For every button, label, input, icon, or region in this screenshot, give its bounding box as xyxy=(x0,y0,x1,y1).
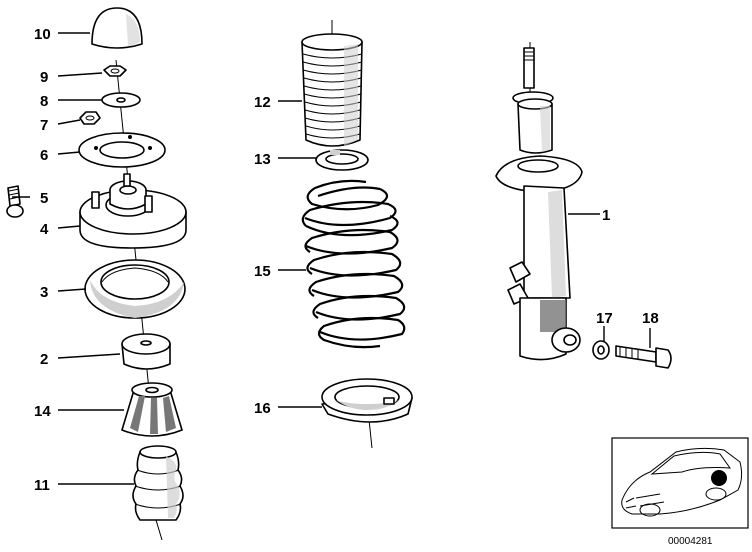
car-location-icon xyxy=(621,447,743,517)
part-10-cap[interactable] xyxy=(91,7,143,49)
callout-4: 4 xyxy=(40,221,49,238)
left-axis-bottom xyxy=(155,519,163,541)
callout-9: 9 xyxy=(40,69,48,86)
part-6-mount-plate[interactable] xyxy=(78,132,166,168)
part-7-nut[interactable] xyxy=(79,111,101,125)
left-stack xyxy=(6,7,187,541)
callout-15: 15 xyxy=(254,263,271,280)
middle-stack xyxy=(301,20,413,449)
part-11-bump-stop[interactable] xyxy=(132,445,184,521)
part-14-bump-cap[interactable] xyxy=(121,382,183,437)
callout-8: 8 xyxy=(40,93,48,110)
part-18-bolt[interactable] xyxy=(615,345,672,369)
callout-17: 17 xyxy=(596,310,613,327)
callout-6: 6 xyxy=(40,147,48,164)
part-15-coil-spring[interactable] xyxy=(301,179,406,349)
part-13-spring-pad[interactable] xyxy=(315,149,369,171)
part-2-rubber-pad[interactable] xyxy=(121,333,171,370)
callout-3: 3 xyxy=(40,284,48,301)
part-4-strut-mount[interactable] xyxy=(79,173,187,249)
part-5-bolt[interactable] xyxy=(6,185,24,218)
part-3-support-ring[interactable] xyxy=(84,259,186,319)
callout-11: 11 xyxy=(34,477,50,494)
callout-7: 7 xyxy=(40,117,48,134)
callout-labels: 10 9 8 7 6 5 4 3 2 14 11 12 13 15 16 1 1… xyxy=(34,26,659,494)
part-1-shock-absorber[interactable] xyxy=(495,42,583,361)
callout-5: 5 xyxy=(40,190,48,207)
callout-1: 1 xyxy=(602,207,610,224)
callout-10: 10 xyxy=(34,26,51,43)
part-17-washer[interactable] xyxy=(592,340,610,360)
callout-14: 14 xyxy=(34,403,51,420)
callout-18: 18 xyxy=(642,310,659,327)
part-16-lower-spring-seat[interactable] xyxy=(321,378,413,423)
callout-12: 12 xyxy=(254,94,271,111)
callout-13: 13 xyxy=(254,151,271,168)
part-12-protective-bellows[interactable] xyxy=(301,33,363,147)
vehicle-thumbnail xyxy=(611,437,749,529)
document-number: 00004281 xyxy=(668,536,713,547)
leader-lines xyxy=(12,32,651,485)
part-9-nut[interactable] xyxy=(103,65,127,77)
callout-16: 16 xyxy=(254,400,271,417)
part-8-washer[interactable] xyxy=(101,92,141,108)
callout-2: 2 xyxy=(40,351,48,368)
